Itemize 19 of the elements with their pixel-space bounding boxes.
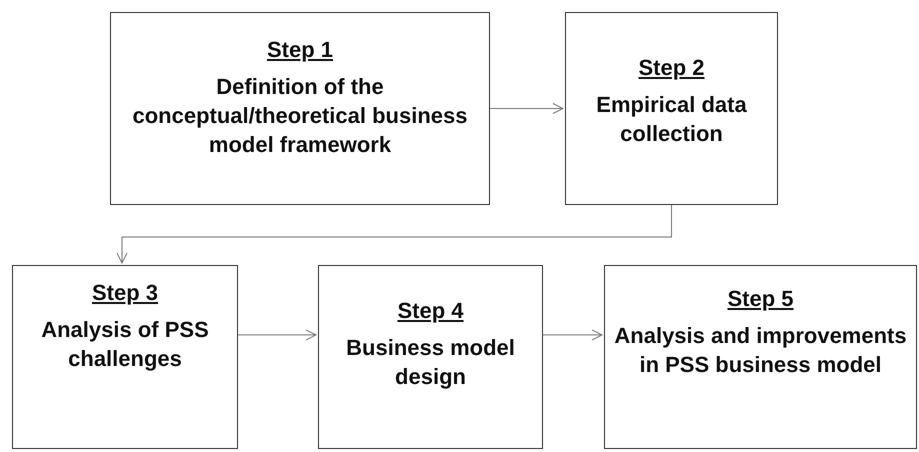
step-heading: Step 2	[638, 55, 705, 82]
step-description: Empirical data collection	[595, 91, 748, 148]
step-description: Business model design	[345, 334, 516, 391]
step-heading: Step 3	[92, 280, 158, 306]
process-box	[12, 265, 238, 449]
process-box	[565, 12, 778, 205]
process-box	[110, 12, 490, 205]
step-heading: Step 4	[397, 298, 464, 324]
step-description: Analysis and improvements in PSS business model	[613, 322, 908, 379]
process-box	[604, 265, 917, 449]
process-box	[318, 265, 543, 449]
arrow	[542, 329, 602, 340]
arrow	[490, 103, 564, 114]
step-heading: Step 1	[266, 37, 334, 64]
step-description: Analysis of PSS challenges	[40, 316, 210, 373]
arrow	[238, 329, 316, 340]
step-description: Definition of the conceptual/theoretical business model framework	[132, 73, 468, 159]
arrow	[116, 204, 672, 264]
step-heading: Step 5	[727, 286, 794, 312]
